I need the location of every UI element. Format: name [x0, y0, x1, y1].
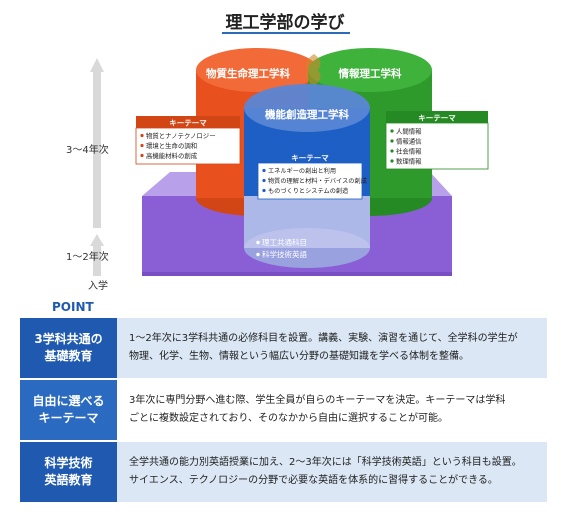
point-heading-line: 基礎教育 — [44, 349, 93, 363]
point-heading: POINT — [52, 300, 94, 314]
learning-diagram: 物質生命理工学科 情報理工学科 機能創造理工学科 キーテーマ 物質とナノテクノロ… — [90, 48, 489, 276]
function-theme-item: エネルギーの創出と利用 — [268, 167, 336, 175]
material-theme-item: 高機能材料の創成 — [146, 151, 198, 160]
point-row: 3学科共通の基礎教育 1～2年次に3学科共通の必修科目を設置。講義、実験、演習を… — [20, 318, 547, 378]
point-heading-line: 自由に選べる — [32, 394, 105, 408]
base-item: 理工共通科目 — [262, 237, 307, 247]
function-theme-box: キーテーマ エネルギーの創出と利用 物質の理解と材料・デバイスの創成 ものづくり… — [257, 151, 367, 200]
year-arrow — [90, 58, 104, 276]
point-body-line: 物理、化学、生物、情報という幅広い分野の基礎知識を学べる体制を整備。 — [129, 351, 469, 362]
info-theme-item: 社会情報 — [396, 147, 422, 156]
points-table: 3学科共通の基礎教育 1～2年次に3学科共通の必修科目を設置。講義、実験、演習を… — [20, 318, 547, 502]
dept-function-name: 機能創造理工学科 — [265, 108, 349, 121]
base-item: 科学技術英語 — [262, 249, 307, 259]
material-theme-box: キーテーマ 物質とナノテクノロジー 環境と生命の調和 高機能材料の創成 — [135, 116, 241, 165]
point-body-line: サイエンス、テクノロジーの分野で必要な英語を体系的に習得することができる。 — [129, 475, 498, 486]
info-theme-heading: キーテーマ — [418, 114, 456, 123]
point-row-heading: 3学科共通の基礎教育 — [20, 318, 117, 378]
point-row-body: 3年次に専門分野へ進む際、学生全員が自らのキーテーマを決定。キーテーマは学科ごと… — [117, 380, 547, 440]
material-theme-item: 物質とナノテクノロジー — [146, 131, 216, 140]
info-theme-box: キーテーマ 人間情報 情報通信 社会情報 数理情報 — [385, 111, 489, 170]
point-row: 科学技術英語教育 全学共通の能力別英語授業に加え、2～3年次には「科学技術英語」… — [20, 442, 547, 502]
dept-material-name: 物質生命理工学科 — [206, 67, 290, 80]
point-body-line: 全学共通の能力別英語授業に加え、2～3年次には「科学技術英語」という科目も設置。 — [129, 457, 522, 468]
point-heading-line: 英語教育 — [44, 473, 93, 487]
axis-label-lower: 1～2年次 — [66, 252, 109, 263]
point-row: 自由に選べるキーテーマ 3年次に専門分野へ進む際、学生全員が自らのキーテーマを決… — [20, 380, 547, 440]
page-title: 理工学部の学び — [225, 13, 345, 33]
point-body-line: 1～2年次に3学科共通の必修科目を設置。講義、実験、演習を通じて、全学科の学生が — [129, 333, 518, 344]
material-theme-heading: キーテーマ — [169, 119, 207, 128]
point-row-body: 1～2年次に3学科共通の必修科目を設置。講義、実験、演習を通じて、全学科の学生が… — [117, 318, 547, 378]
function-theme-item: ものづくりとシステムの創造 — [268, 187, 348, 195]
info-theme-item: 情報通信 — [396, 137, 422, 146]
point-row-heading: 科学技術英語教育 — [20, 442, 117, 502]
point-row-body: 全学共通の能力別英語授業に加え、2～3年次には「科学技術英語」という科目も設置。… — [117, 442, 547, 502]
function-theme-item: 物質の理解と材料・デバイスの創成 — [268, 177, 367, 185]
base-items: 理工共通科目 科学技術英語 — [256, 237, 307, 259]
point-heading-line: 3学科共通の — [34, 332, 103, 346]
point-row-heading: 自由に選べるキーテーマ — [20, 380, 117, 440]
axis-label-upper: 3～4年次 — [66, 145, 109, 156]
material-theme-item: 環境と生命の調和 — [146, 141, 197, 150]
title-underline — [222, 32, 350, 34]
point-heading-line: 科学技術 — [44, 456, 93, 470]
info-theme-item: 人間情報 — [396, 127, 422, 136]
dept-info-name: 情報理工学科 — [339, 67, 402, 80]
point-body-line: ごとに複数設定されており、そのなかから自由に選択することが可能。 — [129, 413, 448, 424]
info-theme-item: 数理情報 — [396, 157, 422, 166]
axis-label-entry: 入学 — [88, 281, 108, 292]
point-heading-line: キーテーマ — [38, 411, 99, 425]
function-theme-heading: キーテーマ — [291, 154, 329, 163]
point-body-line: 3年次に専門分野へ進む際、学生全員が自らのキーテーマを決定。キーテーマは学科 — [129, 395, 506, 406]
